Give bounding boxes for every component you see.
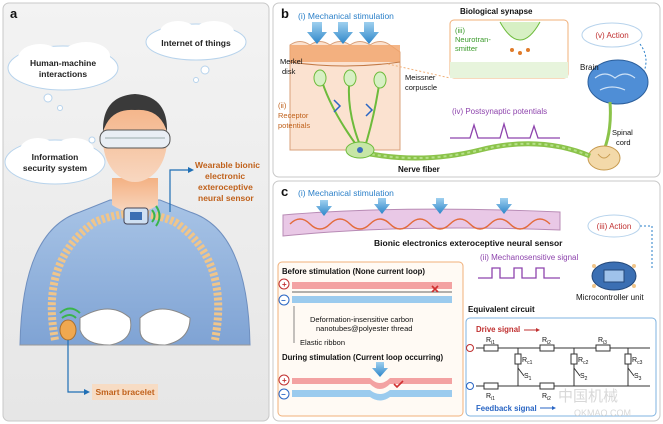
panel-b-mech-label: (i) Mechanical stimulation [298,11,394,21]
equiv-label: Equivalent circuit [468,305,535,314]
panel-b-letter: b [281,6,289,21]
receptor-label-1: (ii) [278,101,287,110]
r-c1: Rc1 [522,357,533,366]
r-i2-bottom: Ri2 [542,393,551,402]
bracelet-label-bg [92,384,158,400]
circuit-schematic [466,344,650,390]
brain-label: Brain [580,63,599,72]
deform-label-2: nanotubes@polyester thread [316,324,412,333]
action-label-c: (iii) Action [597,222,632,231]
synapse-label: Biological synapse [460,7,533,16]
bracelet-callout-line [67,340,84,393]
neuro-label-1: (iii) [455,26,465,35]
meissner-label-2: corpuscle [405,83,437,92]
cloud-hmi-line1: Human-machine [30,58,96,68]
postsyn-label: (iv) Postsynaptic potentials [452,107,547,116]
plus-sign-1: + [282,280,287,289]
panel-a-letter: a [10,6,18,21]
minus-sign-1: − [281,296,286,305]
cloud-iot: Internet of things [145,21,247,83]
neuro-label-2: Neurotran- [455,35,491,44]
sensor-callout-line [169,169,188,212]
during-diagram [278,362,452,401]
bionic-label: Bionic electronics exteroceptive neural … [374,238,563,248]
cloud-iot-label: Internet of things [161,38,231,48]
watermark-cn: 中国机械 [558,388,618,405]
nerve-label: Nerve fiber [398,165,440,174]
sensor-label-3: exteroceptive [198,182,253,192]
during-label: During stimulation (Current loop occurri… [282,353,444,362]
person-illustration [19,94,251,346]
panel-c-letter: c [281,184,288,199]
merkel-label-1: Merkel [280,57,303,66]
mcu-illustration [591,261,637,291]
receptor-label-3: potentials [278,121,310,130]
ribbon-label: Elastic ribbon [300,338,345,347]
before-diagram [278,278,452,306]
cloud-security-line1: Information [32,152,79,162]
stimulus-arrows-b [307,22,379,44]
r-i1-top: Ri1 [486,337,495,346]
cloud-hmi: Human-machine interactions [7,42,119,111]
bracelet-label: Smart bracelet [95,387,154,397]
switch-s2: S2 [580,373,588,382]
spinal-cord-illustration [587,145,621,171]
r-i2-top: Ri2 [542,337,551,346]
switch-s1: S1 [524,373,532,382]
sensor-label-1: Wearable bionic [195,160,260,170]
sensor-label-2: electronic [205,171,245,181]
plus-sign-2: + [282,376,287,385]
watermark-url: OKMAO.COM [574,408,631,418]
feedback-label: Feedback signal [476,404,537,413]
bionic-sensor-strip [282,198,561,237]
skin-block [289,41,401,151]
r-c3: Rc3 [632,357,643,366]
drive-label: Drive signal [476,325,520,334]
merkel-label-2: disk [282,67,296,76]
mechano-waveform [478,267,560,279]
spinal-label-2: cord [616,138,631,147]
postsyn-waveform [450,121,560,139]
neuro-label-3: smitter [455,44,478,53]
cloud-hmi-line2: interactions [39,69,87,79]
before-label: Before stimulation (None current loop) [282,267,425,276]
synapse-inset [387,19,569,79]
r-i1-bottom: Ri1 [486,393,495,402]
action-bubble-b [581,22,643,48]
r-i3-top: Ri3 [598,337,607,346]
cloud-security-line2: security system [23,163,88,173]
mcu-label: Microcontroller unit [576,293,644,302]
action-label-b: (v) Action [595,31,628,40]
panel-c-mech-label: (i) Mechanical stimulation [298,188,394,198]
minus-sign-2: − [281,390,286,399]
meissner-label-1: Meissner [405,73,436,82]
cloud-security: Information security system [4,136,106,185]
circuit-box [465,317,657,417]
sensor-label-4: neural sensor [198,193,254,203]
deform-label-1: Deformation-insensitive carbon [310,315,413,324]
receptor-label-2: Receptor [278,111,309,120]
spinal-label-1: Spinal [612,128,633,137]
switch-s3: S3 [634,373,642,382]
mechano-label: (ii) Mechanosensitive signal [480,253,578,262]
r-c2: Rc2 [578,357,589,366]
